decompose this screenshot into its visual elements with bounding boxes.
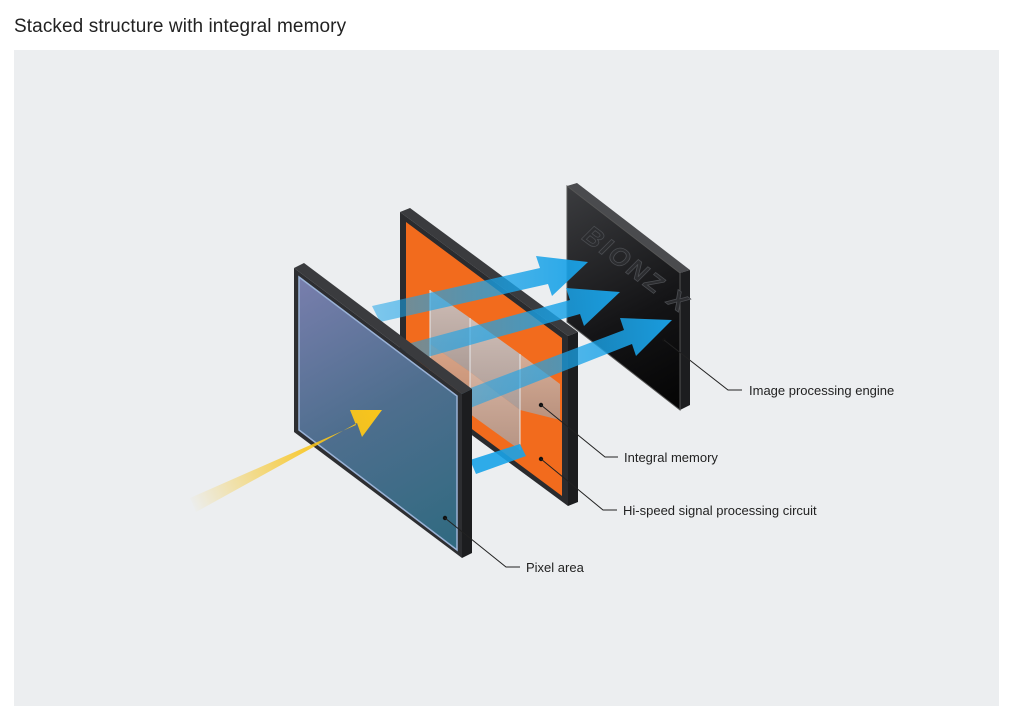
incoming-light-arrow xyxy=(190,410,382,512)
hi-speed-circuit-label: Hi-speed signal processing circuit xyxy=(623,503,817,518)
pixel-area-label: Pixel area xyxy=(526,560,585,575)
diagram-title: Stacked structure with integral memory xyxy=(14,16,347,37)
integral-memory-label: Integral memory xyxy=(624,450,718,465)
image-processing-engine-label: Image processing engine xyxy=(749,383,894,398)
label-pixel-area: Pixel area xyxy=(442,515,585,575)
signal-arrow-lower xyxy=(470,444,526,474)
signal-arrows xyxy=(372,256,672,474)
signal-arrow-middle xyxy=(400,288,620,362)
signal-arrow-bottom xyxy=(460,318,672,408)
label-hi-speed-circuit: Hi-speed signal processing circuit xyxy=(538,456,817,518)
label-image-processing-engine: Image processing engine xyxy=(661,337,894,398)
label-integral-memory: Integral memory xyxy=(538,402,718,465)
signal-arrow-top xyxy=(372,256,588,322)
